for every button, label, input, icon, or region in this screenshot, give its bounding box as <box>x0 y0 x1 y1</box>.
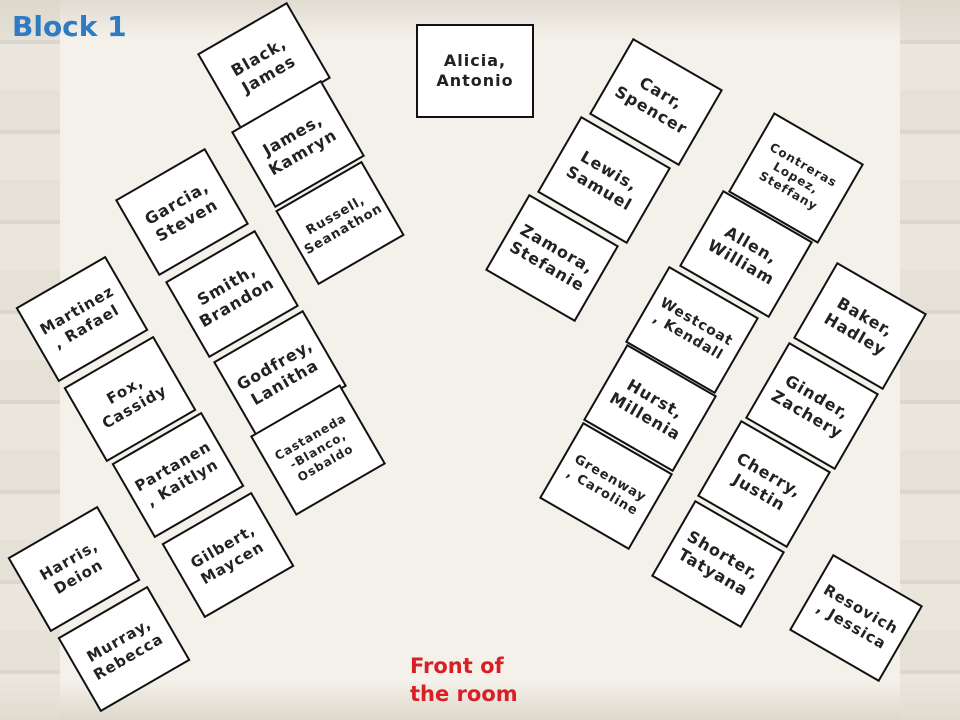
desk-label: Shorter, Tatyana <box>674 526 763 600</box>
front-of-room-label: Front of the room <box>410 652 518 708</box>
desk-label: Carr, Spencer <box>611 72 691 139</box>
desk-label: Allen, William <box>704 222 781 289</box>
desk-label: James, Kamryn <box>259 110 341 180</box>
desk-label: Greenway , Caroline <box>563 451 650 520</box>
desk-label: Resovich , Jessica <box>813 580 902 654</box>
desk-label: Partanen , Kaitlyn <box>131 437 222 511</box>
desk-label: Baker, Hadley <box>820 293 897 360</box>
desk-label: Westcoat , Kendall <box>650 294 737 364</box>
page-title: Block 1 <box>12 10 127 43</box>
background-bottom <box>0 680 960 720</box>
desk-label: Garcia, Steven <box>141 177 222 246</box>
desk-label: Fox, Cassidy <box>98 372 171 433</box>
desk-label: Murray, Rebecca <box>83 614 167 684</box>
front-of-room-text: Front of the room <box>410 654 518 706</box>
desk-label: Ginder, Zachery <box>768 370 853 443</box>
desk-label: Smith, Brandon <box>193 260 278 332</box>
desk-label: Gilbert, Maycen <box>187 520 268 589</box>
desk-label: Zamora, Stefanie <box>506 220 598 296</box>
desk-label: Castaneda -Blanco, Osbaldo <box>272 410 356 485</box>
desk-label: Harris, Deion <box>36 536 107 599</box>
desk-label: Lewis, Samuel <box>563 146 642 215</box>
desk-label: Alicia, Antonio <box>436 51 514 90</box>
desk-label: Martinez , Rafael <box>36 282 123 353</box>
desk-label: Contreras Lopez, Steffany <box>756 139 840 213</box>
desk-label: Hurst, Millenia <box>606 375 687 445</box>
desk-label: Black, James <box>227 33 299 98</box>
desk-label: Cherry, Justin <box>729 448 806 515</box>
desk-alicia-antonio: Alicia, Antonio <box>416 24 534 118</box>
desk-label: Russell, Seanathon <box>302 192 386 258</box>
